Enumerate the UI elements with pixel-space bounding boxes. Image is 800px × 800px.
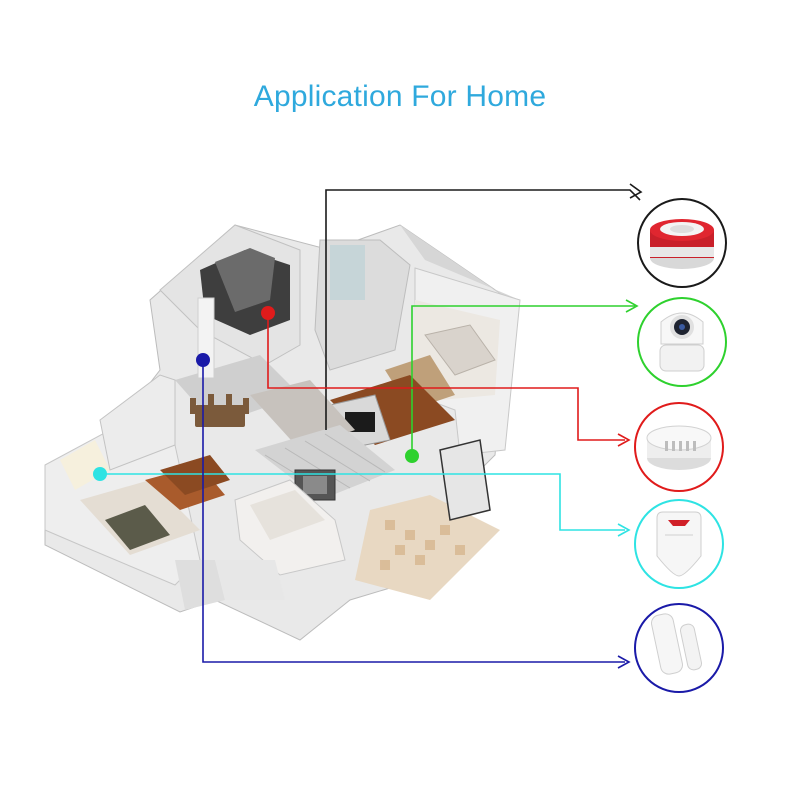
smoke-detector-icon [646,425,712,470]
camera-location-dot [405,449,419,463]
door-connector-line [202,360,625,663]
motion-connector-line [100,473,625,531]
door-location-dot [196,353,210,367]
door-device [634,603,724,693]
motion-location-dot [93,467,107,481]
page-title: Application For Home [253,80,547,113]
floor-plan-illustration [44,224,521,641]
smoke-connector-line [267,313,625,441]
smoke-location-dot [261,306,275,320]
siren-device [637,198,727,288]
pir-motion-sensor-icon [656,511,702,577]
door-arrowhead [617,655,631,669]
camera-device [637,297,727,387]
camera-connector-line [411,305,635,456]
door-sensor-icon [650,613,703,675]
motion-arrowhead [617,523,631,537]
ip-camera-icon [659,312,705,372]
camera-arrowhead [625,299,639,313]
smoke-device [634,402,724,492]
motion-device [634,499,724,589]
siren-arrowhead [629,183,643,199]
siren-alarm-icon [650,219,714,269]
smoke-arrowhead [617,433,631,447]
